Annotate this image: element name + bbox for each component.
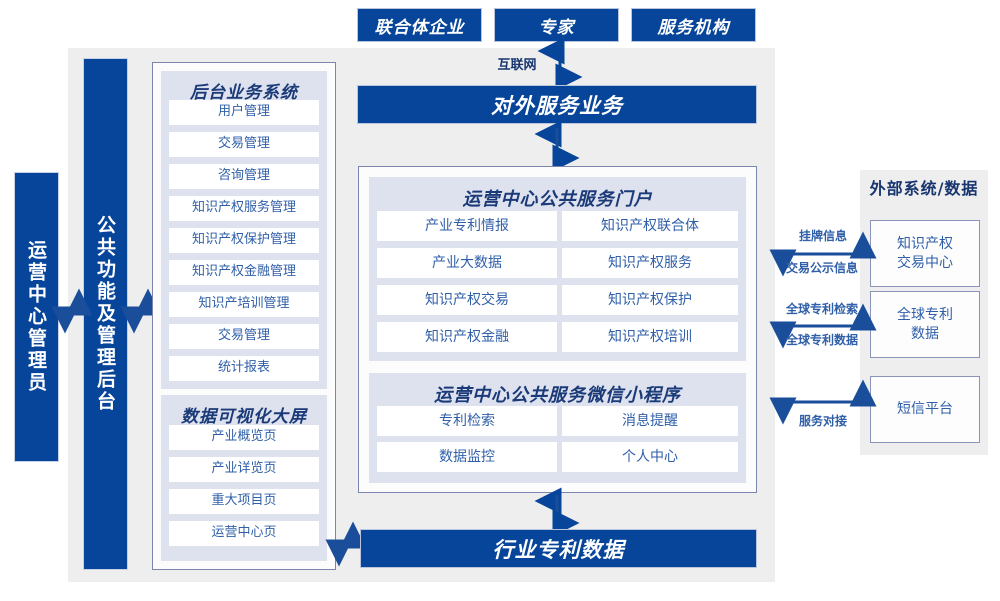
dashboard-item-2[interactable]: 重大项目页 — [169, 489, 319, 514]
dashboard-item-label-0: 产业概览页 — [211, 429, 277, 445]
portal-cell-3-1[interactable]: 知识产权培训 — [562, 322, 738, 352]
portal-cell-0-0[interactable]: 产业专利情报 — [377, 211, 557, 241]
backend-item-label-5: 知识产权金融管理 — [191, 264, 296, 280]
portal-cell-label-0-1: 知识产权联合体 — [601, 217, 699, 234]
external-connector-0-above-text: 挂牌信息 — [798, 229, 847, 243]
dashboard-item-3[interactable]: 运营中心页 — [169, 521, 319, 546]
external-box-2[interactable]: 短信平台 — [870, 376, 980, 443]
backend-item-2[interactable]: 咨询管理 — [169, 164, 319, 189]
internet-label-text: 互联网 — [497, 58, 537, 73]
portal-cell-label-2-1: 知识产权保护 — [608, 291, 692, 308]
miniprogram-cell-1-0[interactable]: 数据监控 — [377, 442, 557, 472]
backend-item-label-8: 统计报表 — [217, 360, 270, 376]
backend-item-1[interactable]: 交易管理 — [169, 132, 319, 157]
external-connector-2-below-text: 服务对接 — [798, 414, 847, 428]
role-bar-common-admin[interactable]: 公共功能及管理后台 — [83, 58, 128, 570]
internet-label: 互联网 — [489, 54, 545, 73]
backend-item-label-6: 知识产培训管理 — [198, 296, 290, 312]
backend-item-label-3: 知识产权服务管理 — [191, 200, 296, 216]
external-connector-label-2-below: 服务对接 — [775, 412, 871, 429]
admin-backend-arrow — [120, 288, 162, 334]
industry-patent-data-bar[interactable]: 行业专利数据 — [360, 529, 757, 568]
external-box-1[interactable]: 全球专利 数据 — [870, 291, 980, 358]
miniprogram-cell-0-1[interactable]: 消息提醒 — [562, 406, 738, 436]
backend-item-7[interactable]: 交易管理 — [169, 324, 319, 349]
miniprogram-title: 运营中心公共服务微信小程序 — [434, 385, 681, 406]
external-connector-arrow-2 — [769, 379, 877, 425]
actor-box-0[interactable]: 联合体企业 — [357, 8, 482, 42]
external-panel-title-text: 外部系统/数据 — [869, 179, 979, 198]
actor-box-2[interactable]: 服务机构 — [631, 8, 756, 42]
portal-cell-1-0[interactable]: 产业大数据 — [377, 248, 557, 278]
external-connector-1-above-text: 全球专利检索 — [785, 302, 858, 316]
external-box-1-line2: 数据 — [911, 325, 939, 342]
external-box-1-line1: 全球专利 — [897, 307, 953, 324]
external-service-bar[interactable]: 对外服务业务 — [357, 85, 757, 124]
backend-item-3[interactable]: 知识产权服务管理 — [169, 196, 319, 221]
miniprogram-cell-label-0-1: 消息提醒 — [622, 412, 678, 429]
backend-title: 后台业务系统 — [190, 83, 298, 103]
external-connector-label-1-above: 全球专利检索 — [772, 300, 872, 317]
dashboard-item-1[interactable]: 产业详览页 — [169, 457, 319, 482]
service-to-portal-arrow — [534, 120, 580, 172]
external-connector-0-below-text: 交易公示信息 — [785, 261, 858, 275]
role-bar-operator-label: 运营中心管理员 — [25, 240, 47, 394]
backend-item-5[interactable]: 知识产权金融管理 — [169, 260, 319, 285]
portal-cell-label-2-0: 知识产权交易 — [425, 291, 509, 308]
industry-patent-data-label: 行业专利数据 — [492, 537, 625, 562]
external-box-0[interactable]: 知识产权 交易中心 — [870, 220, 980, 287]
backend-item-label-7: 交易管理 — [217, 328, 270, 344]
miniprogram-cell-label-1-1: 个人中心 — [622, 448, 678, 465]
portal-cell-label-0-0: 产业专利情报 — [425, 217, 509, 234]
dashboard-to-industry-arrow — [325, 521, 367, 567]
portal-cell-2-1[interactable]: 知识产权保护 — [562, 285, 738, 315]
portal-cell-2-0[interactable]: 知识产权交易 — [377, 285, 557, 315]
portal-cell-1-1[interactable]: 知识产权服务 — [562, 248, 738, 278]
portal-title: 运营中心公共服务门户 — [462, 189, 653, 210]
portal-cell-0-1[interactable]: 知识产权联合体 — [562, 211, 738, 241]
miniprogram-cell-label-0-0: 专利检索 — [439, 412, 495, 429]
miniprogram-cell-0-0[interactable]: 专利检索 — [377, 406, 557, 436]
external-connector-label-0-above: 挂牌信息 — [775, 227, 871, 244]
portal-cell-label-1-0: 产业大数据 — [432, 254, 502, 271]
backend-item-label-0: 用户管理 — [217, 104, 270, 120]
external-service-bar-label: 对外服务业务 — [491, 93, 623, 118]
operator-admin-arrow — [51, 288, 93, 334]
external-connector-arrow-1 — [769, 303, 877, 349]
external-connector-label-0-below: 交易公示信息 — [772, 259, 872, 276]
miniprogram-cell-1-1[interactable]: 个人中心 — [562, 442, 738, 472]
actor-label-0: 联合体企业 — [374, 17, 465, 38]
dashboard-item-label-3: 运营中心页 — [211, 525, 277, 541]
backend-item-6[interactable]: 知识产培训管理 — [169, 292, 319, 317]
backend-item-label-4: 知识产权保护管理 — [191, 232, 296, 248]
internet-arrow — [537, 37, 583, 91]
backend-item-0[interactable]: 用户管理 — [169, 100, 319, 125]
actor-label-1: 专家 — [538, 17, 575, 38]
portal-cell-label-3-1: 知识产权培训 — [608, 328, 692, 345]
external-box-0-line2: 交易中心 — [897, 254, 953, 271]
portal-cell-label-3-0: 知识产权金融 — [425, 328, 509, 345]
external-box-2-line1: 短信平台 — [897, 401, 953, 418]
role-bar-operator[interactable]: 运营中心管理员 — [14, 172, 59, 462]
dashboard-item-label-1: 产业详览页 — [211, 461, 277, 477]
dashboard-title: 数据可视化大屏 — [181, 407, 307, 427]
portal-cell-3-0[interactable]: 知识产权金融 — [377, 322, 557, 352]
backend-item-4[interactable]: 知识产权保护管理 — [169, 228, 319, 253]
role-bar-common-admin-label: 公共功能及管理后台 — [94, 215, 116, 413]
external-connector-label-1-below: 全球专利数据 — [772, 331, 872, 348]
backend-item-label-1: 交易管理 — [217, 136, 270, 152]
backend-item-8[interactable]: 统计报表 — [169, 356, 319, 381]
actor-label-2: 服务机构 — [657, 17, 730, 38]
external-box-0-line1: 知识产权 — [897, 236, 953, 253]
external-connector-arrow-0 — [769, 231, 877, 277]
dashboard-item-label-2: 重大项目页 — [211, 493, 277, 509]
external-connector-1-below-text: 全球专利数据 — [785, 333, 858, 347]
miniprogram-cell-label-1-0: 数据监控 — [439, 448, 495, 465]
portal-cell-label-1-1: 知识产权服务 — [608, 254, 692, 271]
external-panel-title: 外部系统/数据 — [860, 175, 988, 199]
backend-item-label-2: 咨询管理 — [217, 168, 270, 184]
portal-to-industry-arrow — [534, 487, 580, 537]
dashboard-item-0[interactable]: 产业概览页 — [169, 425, 319, 450]
actor-box-1[interactable]: 专家 — [494, 8, 619, 42]
